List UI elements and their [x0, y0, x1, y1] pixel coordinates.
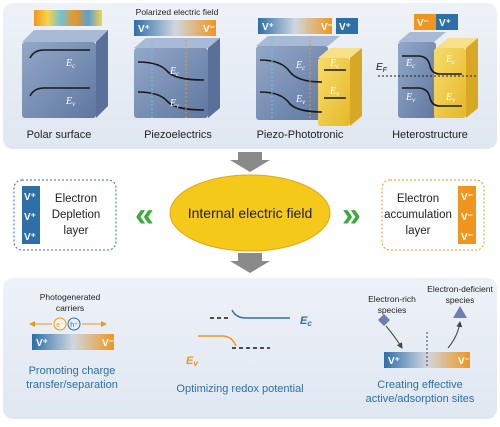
vplus-label: V⁺ [138, 24, 150, 35]
accumulation-line-3: layer [406, 225, 431, 237]
ev-label: Ev [295, 94, 306, 106]
deficient-label-1: Electron-deficient [427, 284, 493, 294]
redox-ec-label: Ec [300, 315, 312, 328]
polarized-field-label: Polarized electric field [136, 7, 219, 17]
piezo-photo-vplus-tag [336, 18, 358, 34]
rich-label-2: species [378, 305, 407, 315]
photogenerated-label-1: Photogenerated [40, 292, 101, 302]
piezoelectrics-block: V⁺ V⁻ Ec Ev [134, 20, 220, 118]
polar-surface-block: Ec Ev [22, 10, 108, 118]
ev-label: Ev [65, 96, 76, 108]
ec-label: Ec [329, 58, 340, 70]
hetero-vminus-tag [414, 14, 436, 30]
down-arrow-top [230, 152, 270, 172]
down-arrow-bottom [230, 253, 270, 273]
ec-label: Ec [65, 58, 76, 70]
piezo-phototronic-block: V⁺ V⁻ V⁺ Ec Ev Ec Ev [256, 18, 362, 126]
caption-sites-1: Creating effective [377, 379, 462, 391]
deficient-arrow [447, 321, 463, 349]
vminus-label: V⁻ [102, 338, 114, 349]
caption-promoting-2: transfer/separation [26, 379, 118, 391]
ev-label: Ev [329, 86, 340, 98]
caption-redox: Optimizing redox potential [176, 383, 303, 395]
vminus-label: V⁻ [461, 192, 473, 203]
vplus-label: V⁺ [24, 212, 36, 223]
ef-label: EF [376, 62, 388, 74]
ec-label: Ec [445, 54, 456, 66]
photogenerated-label-2: carriers [56, 303, 84, 313]
internal-field-label: Internal electric field [188, 205, 313, 221]
polar-stripe-bar [34, 10, 102, 26]
caption-sites-2: active/adsorption sites [366, 393, 475, 405]
ev-label: Ev [405, 92, 416, 104]
heterostructure-block: V⁻ V⁺ EF Ec Ev Ec Ev [376, 14, 478, 118]
piezo-field-bar [134, 20, 216, 36]
hetero-vplus-tag [436, 14, 458, 30]
redox-ev-label: Ev [186, 355, 198, 368]
rich-species-diamond [378, 314, 390, 326]
electron-label: e⁻ [56, 322, 64, 329]
vplus-label: V⁺ [439, 18, 451, 29]
vplus-label: V⁺ [262, 22, 274, 33]
accumulation-line-1: Electron [397, 193, 439, 205]
deficient-species-triangle [453, 306, 467, 318]
ec-label: Ec [169, 66, 180, 78]
vplus-label: V⁺ [339, 22, 351, 33]
ec-label: Ec [405, 58, 416, 70]
hole-circle [67, 317, 81, 331]
electron-circle [53, 317, 67, 331]
deficient-label-2: species [446, 295, 475, 305]
vplus-label: V⁺ [388, 356, 400, 367]
caption-promoting-1: Promoting charge [29, 365, 116, 377]
accumulation-line-2: accumulation [384, 209, 452, 221]
vplus-label: V⁺ [36, 338, 48, 349]
vminus-label: V⁻ [321, 22, 333, 33]
hole-label: h⁺ [70, 322, 78, 329]
redox-ec-line [231, 309, 290, 319]
ev-label: Ev [445, 92, 456, 104]
vminus-label: V⁻ [417, 18, 429, 29]
vminus-label: V⁻ [203, 24, 215, 35]
right-chevron: » [342, 196, 361, 234]
vplus-label: V⁺ [24, 192, 36, 203]
vminus-label: V⁻ [461, 212, 473, 223]
ev-label: Ev [169, 98, 180, 110]
left-chevron: « [135, 196, 154, 234]
charge-field-bar [32, 334, 114, 350]
depletion-vplus-bar [22, 186, 40, 244]
piezo-photo-field-bar [258, 18, 332, 34]
redox-ev-line [198, 335, 237, 347]
ec-label: Ec [295, 60, 306, 72]
caption-heterostructure: Heterostructure [392, 129, 468, 141]
depletion-line-2: Depletion [52, 209, 101, 221]
caption-piezoelectrics: Piezoelectrics [144, 129, 212, 141]
vplus-label: V⁺ [24, 232, 36, 243]
caption-polar-surface: Polar surface [27, 129, 92, 141]
depletion-line-3: layer [64, 225, 89, 237]
top-panel [3, 3, 497, 149]
internal-field-ellipse [169, 174, 331, 252]
rich-label-1: Electron-rich [368, 294, 416, 304]
caption-piezo-phototronic: Piezo-Phototronic [257, 129, 344, 141]
accumulation-vminus-bar [458, 186, 476, 244]
depletion-line-1: Electron [55, 193, 97, 205]
vminus-label: V⁻ [461, 232, 473, 243]
vminus-label: V⁻ [458, 356, 470, 367]
rich-arrow [385, 325, 403, 349]
